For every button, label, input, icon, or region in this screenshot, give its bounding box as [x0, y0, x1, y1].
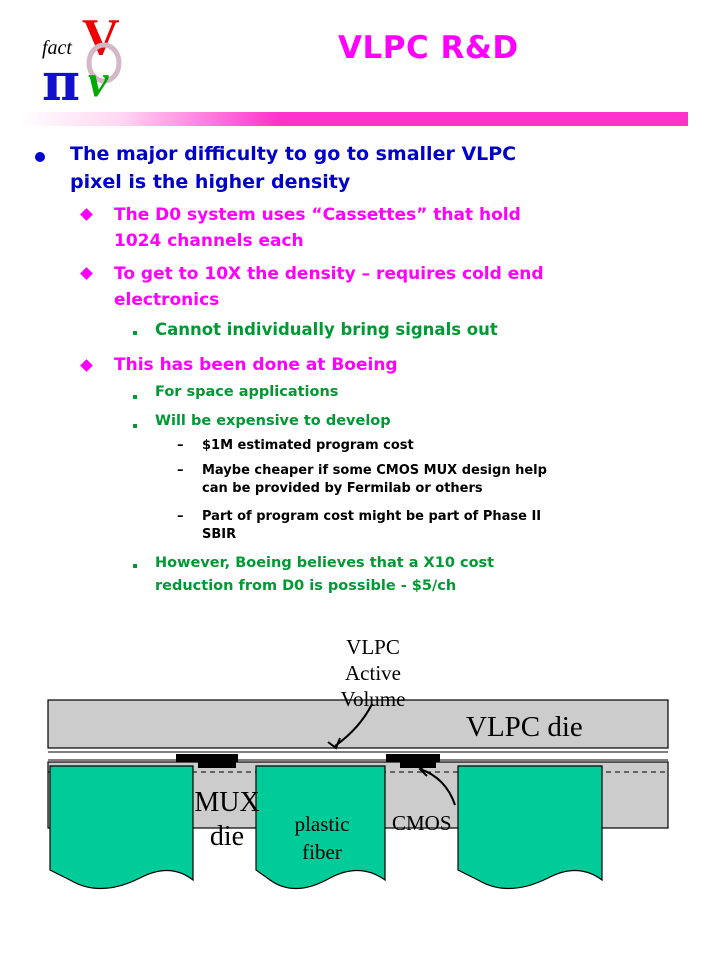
- l4a-text: $1M estimated program cost: [202, 438, 414, 453]
- logo-fact-text: fact: [42, 37, 72, 59]
- l4c-text-line1: Part of program cost might be part of Ph…: [202, 509, 542, 524]
- plastic-fiber-shape: [457, 765, 603, 890]
- plastic-fiber-label-line1: plastic: [294, 812, 350, 836]
- l2c-text: This has been done at Boeing: [114, 355, 398, 375]
- l3d-text-line2: reduction from D0 is possible - $5/ch: [155, 578, 457, 594]
- title-divider-gradient: [18, 112, 278, 126]
- cmos-arrowhead: [418, 763, 429, 777]
- level4-dash-icon: –: [177, 509, 184, 524]
- level4-dash-icon: –: [177, 463, 184, 478]
- active-volume-label: VLPC Active Volume: [326, 634, 420, 712]
- cmos-pad: [386, 754, 440, 762]
- logo-pi-glyph: π: [42, 52, 80, 108]
- level4-dash-icon: –: [177, 438, 184, 453]
- cmos-pad: [400, 762, 436, 768]
- cmos-arrow: [419, 768, 456, 806]
- l2b-text-line2: electronics: [114, 290, 220, 310]
- plastic-fiber-label-line2: fiber: [302, 840, 342, 864]
- plastic-fiber-label: plastic fiber: [280, 810, 364, 866]
- l1-text-line2: pixel is the higher density: [70, 171, 351, 193]
- cmos-pad: [198, 762, 236, 768]
- l3b-text: For space applications: [155, 384, 339, 400]
- l4b-text-line1: Maybe cheaper if some CMOS MUX design he…: [202, 463, 547, 478]
- vlpc-die-label: VLPC die: [466, 711, 583, 743]
- l3c-text: Will be expensive to develop: [155, 413, 391, 429]
- logo-ring: [86, 42, 122, 84]
- level3-bullet-icon: [133, 564, 137, 568]
- level3-bullet-icon: [133, 395, 137, 399]
- l4c-text-line2: SBIR: [202, 527, 237, 542]
- active-volume-arrowhead: [327, 737, 341, 750]
- l2a-text-line2: 1024 channels each: [114, 231, 304, 251]
- level3-bullet-icon: [133, 424, 137, 428]
- l4b-text-line2: can be provided by Fermilab or others: [202, 481, 483, 496]
- cmos-pad: [176, 754, 238, 762]
- level2-diamond-icon: [80, 208, 93, 221]
- slide-title: VLPC R&D: [338, 30, 519, 66]
- cmos-label: CMOS: [392, 811, 452, 835]
- plastic-fiber-shape: [49, 765, 194, 890]
- l1-text-line1: The major difficulty to go to smaller VL…: [70, 143, 517, 165]
- vlpc-cross-section-diagram: [47, 699, 669, 890]
- mux-die-label-line2: die: [209, 821, 245, 852]
- level1-bullet-icon: [35, 152, 45, 162]
- level2-diamond-icon: [80, 267, 93, 280]
- level2-diamond-icon: [80, 359, 93, 372]
- plastic-fiber-shape: [255, 765, 386, 890]
- active-volume-label-line2: Active: [345, 661, 401, 685]
- mux-die-label-line1: MUX: [194, 787, 260, 818]
- l3a-text: Cannot individually bring signals out: [155, 320, 498, 339]
- level3-bullet-icon: [133, 331, 137, 335]
- mux-die-label: MUX die: [186, 786, 268, 854]
- fact-vlpc-logo: fact V π ν: [42, 9, 122, 108]
- l2a-text-line1: The D0 system uses “Cassettes” that hold: [114, 205, 521, 225]
- active-volume-label-line1: VLPC: [346, 635, 400, 659]
- active-volume-label-line3: Volume: [340, 687, 406, 711]
- l2b-text-line1: To get to 10X the density – requires col…: [114, 264, 544, 284]
- l3d-text-line1: However, Boeing believes that a X10 cost: [155, 555, 495, 571]
- logo-nu-glyph: ν: [88, 55, 109, 106]
